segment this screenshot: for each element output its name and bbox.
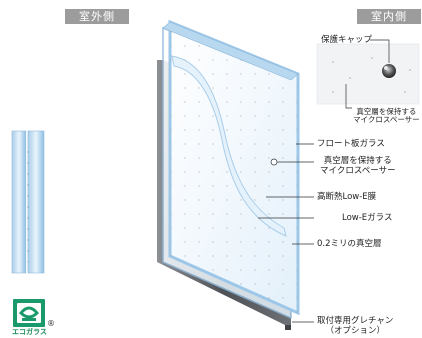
callout-low-e-glass: Low-Eガラス [342,213,393,223]
cross-section-view [11,130,45,274]
cap-label: 保護キャップ [321,35,373,45]
inset-spacer-label-line2: マイクロスペーサー [353,115,420,124]
low-e-film-curl [171,55,287,237]
cap-inset [316,39,420,109]
glass-panel-3d [157,19,300,330]
callout-vacuum-layer: 0.2ミリの真空層 [317,239,382,249]
callout-spacer: 真空層を保持する マイクロスペーサー [320,156,396,176]
callout-spacer-line1: 真空層を保持する [323,156,392,166]
protective-cap [382,64,396,78]
inset-spacer-label-line1: 真空層を保持する [356,107,417,116]
indoor-side-label: 室内側 [357,9,421,24]
inset-spacer-label: 真空層を保持する マイクロスペーサー [353,108,420,124]
callout-spacer-line2: マイクロスペーサー [320,166,396,176]
inner-glass-section [27,130,45,274]
callout-lines [258,143,314,323]
callout-low-e-film: 高断熱Low-E膜 [317,192,377,202]
vacuum-gap-section [26,131,28,273]
callout-float-glass: フロート板ガラス [317,139,385,149]
callout-gasket-line1: 取付専用グレチャン [317,316,394,326]
registered-mark: ® [47,319,55,328]
callout-gasket: 取付専用グレチャン （オプション） [317,316,393,336]
outer-glass-section [11,130,27,274]
outdoor-side-label: 室外側 [65,9,129,24]
eco-glass-logo [13,299,45,327]
eco-glass-logo-text: エコガラス [12,328,47,336]
callout-gasket-line2: （オプション） [325,326,385,336]
